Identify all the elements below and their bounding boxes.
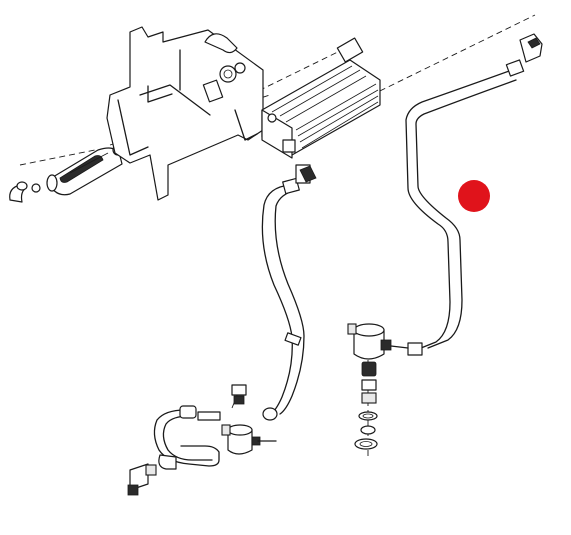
hose-pipe-left-icon (261, 164, 317, 421)
hose-pipe-right-icon (405, 33, 543, 356)
mounting-bracket-icon (106, 26, 264, 201)
pump-assembly-icon (46, 144, 124, 196)
valve-block-right-icon (347, 323, 409, 404)
seal-ring-icon (354, 411, 378, 450)
oil-cooler-icon (261, 37, 381, 159)
valve-block-left-icon (221, 384, 277, 455)
inlet-hose-fitting-icon (9, 181, 41, 203)
tee-fitting-icon (127, 463, 157, 496)
assembly-guide-lines (19, 14, 536, 460)
red-marker-icon[interactable] (458, 180, 490, 212)
hose-pipe-bottom-left-icon (153, 405, 221, 470)
